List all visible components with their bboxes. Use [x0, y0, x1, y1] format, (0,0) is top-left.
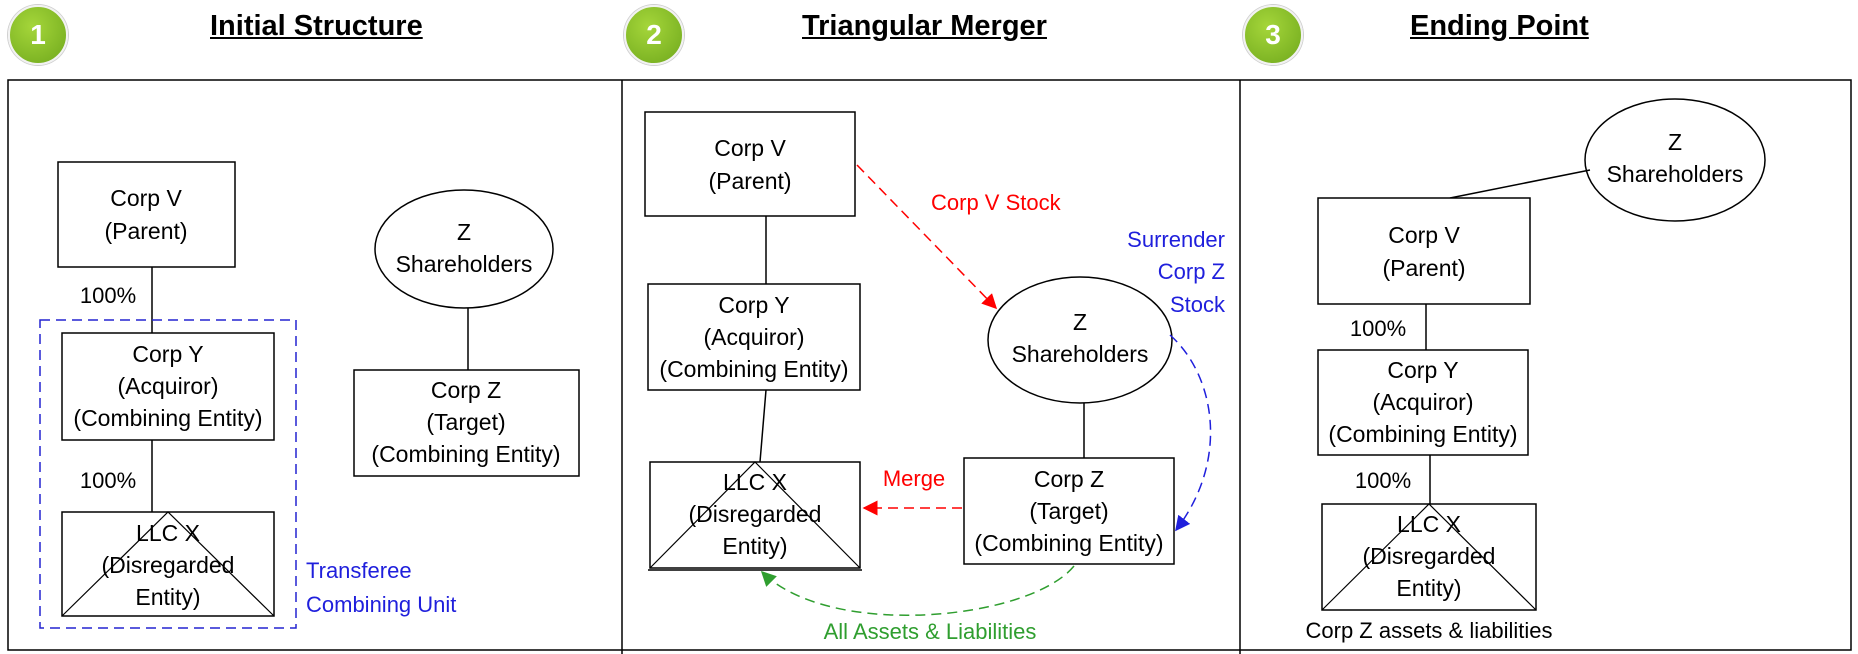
p1-corp-y-name: Corp Y [132, 341, 203, 367]
panel-2-title: Triangular Merger [802, 10, 1047, 42]
p3-corp-y-type: (Combining Entity) [1328, 421, 1517, 447]
p3-corp-y-name: Corp Y [1387, 357, 1458, 383]
p3-corp-y-role: (Acquiror) [1373, 389, 1474, 415]
p3-llc-x-role: (Disregarded [1363, 543, 1496, 569]
p2-llc-x-role: (Disregarded [689, 501, 822, 527]
p2-llc-x-role2: Entity) [722, 533, 787, 559]
p2-z-sh-letter: Z [1073, 309, 1087, 335]
p2-z-shareholders-ellipse [987, 276, 1173, 404]
p2-corp-y-name: Corp Y [718, 292, 789, 318]
panel-1: Corp V (Parent) 100% Corp Y (Acquiror) (… [39, 161, 580, 629]
p1-llc-x-box [61, 511, 275, 617]
p1-pct-y-x: 100% [80, 468, 136, 493]
p3-pct-y-x: 100% [1355, 468, 1411, 493]
p2-assets-label: All Assets & Liabilities [824, 619, 1037, 644]
p3-llc-x-role2: Entity) [1396, 575, 1461, 601]
p1-corp-v-box [57, 161, 236, 268]
p3-z-sh-label: Shareholders [1607, 161, 1744, 187]
p2-corp-z-box [963, 457, 1175, 565]
p2-corp-y-box [647, 283, 861, 391]
p3-line-zsh-v [1449, 169, 1591, 199]
p1-corp-z-type: (Combining Entity) [371, 441, 560, 467]
p2-corp-y-type: (Combining Entity) [659, 356, 848, 382]
p2-corp-v-stock-label: Corp V Stock [931, 190, 1062, 215]
p3-z-sh-letter: Z [1668, 129, 1682, 155]
p3-assets-note: Corp Z assets & liabilities [1306, 618, 1553, 643]
p2-corp-z-role: (Target) [1029, 498, 1108, 524]
outer-frame [7, 79, 1852, 651]
p1-pct-v-y: 100% [80, 283, 136, 308]
p3-llc-x-disregarded-mark [1321, 503, 1537, 611]
p1-corp-y-role: (Acquiror) [118, 373, 219, 399]
p1-corp-v-role: (Parent) [104, 218, 187, 244]
step-3-badge: 3 [1243, 5, 1303, 65]
p2-surrender-arrow [1169, 334, 1212, 532]
p1-llc-x-name: LLC X [136, 520, 200, 546]
p1-corp-v-name: Corp V [110, 185, 182, 211]
p1-unit-label-1: Transferee [306, 558, 412, 583]
p2-llc-x-name: LLC X [723, 469, 787, 495]
p3-z-shareholders-ellipse [1584, 98, 1766, 222]
step-1-badge: 1 [8, 5, 68, 65]
p1-llc-x-disregarded-mark [61, 511, 275, 617]
p1-z-sh-label: Shareholders [396, 251, 533, 277]
p1-unit-label-2: Combining Unit [306, 592, 456, 617]
p2-z-sh-label: Shareholders [1012, 341, 1149, 367]
panel-3: Z Shareholders Corp V (Parent) 100% Corp… [1306, 98, 1766, 643]
p3-llc-x-box [1321, 503, 1537, 611]
p3-llc-x-name: LLC X [1397, 511, 1461, 537]
p1-corp-z-name: Corp Z [431, 377, 501, 403]
p3-pct-v-y: 100% [1350, 316, 1406, 341]
panel-2: Corp V (Parent) Corp Y (Acquiror) (Combi… [644, 111, 1226, 644]
p2-corp-v-stock-arrow [856, 164, 998, 310]
p2-corp-z-name: Corp Z [1034, 466, 1104, 492]
p2-corp-y-role: (Acquiror) [704, 324, 805, 350]
p2-corp-v-role: (Parent) [708, 168, 791, 194]
p1-llc-x-role2: Entity) [135, 584, 200, 610]
p1-corp-z-box [353, 369, 580, 477]
panel-1-title: Initial Structure [210, 10, 423, 42]
p2-assets-arrow [760, 565, 1075, 617]
p2-corp-z-type: (Combining Entity) [974, 530, 1163, 556]
p1-z-sh-letter: Z [457, 219, 471, 245]
p2-corp-v-name: Corp V [714, 135, 786, 161]
step-2-badge: 2 [624, 5, 684, 65]
p2-llc-x-disregarded-mark [649, 461, 861, 569]
p2-corp-v-box [644, 111, 856, 217]
p1-corp-z-role: (Target) [426, 409, 505, 435]
p2-line-y-x [759, 389, 767, 463]
p2-merge-label: Merge [883, 466, 945, 491]
p1-combining-unit-boundary [39, 319, 297, 629]
p1-llc-x-role: (Disregarded [102, 552, 235, 578]
p1-corp-y-type: (Combining Entity) [73, 405, 262, 431]
p3-corp-v-box [1317, 197, 1531, 305]
p3-corp-y-box [1317, 349, 1529, 456]
p1-corp-y-box [61, 332, 275, 441]
p2-surrender-label-3: Stock [1170, 292, 1226, 317]
p2-surrender-label-1: Surrender [1127, 227, 1225, 252]
p2-surrender-label-2: Corp Z [1158, 259, 1225, 284]
p1-z-shareholders-ellipse [374, 189, 554, 309]
panel-3-title: Ending Point [1410, 10, 1589, 42]
p3-corp-v-name: Corp V [1388, 222, 1460, 248]
p3-corp-v-role: (Parent) [1382, 255, 1465, 281]
